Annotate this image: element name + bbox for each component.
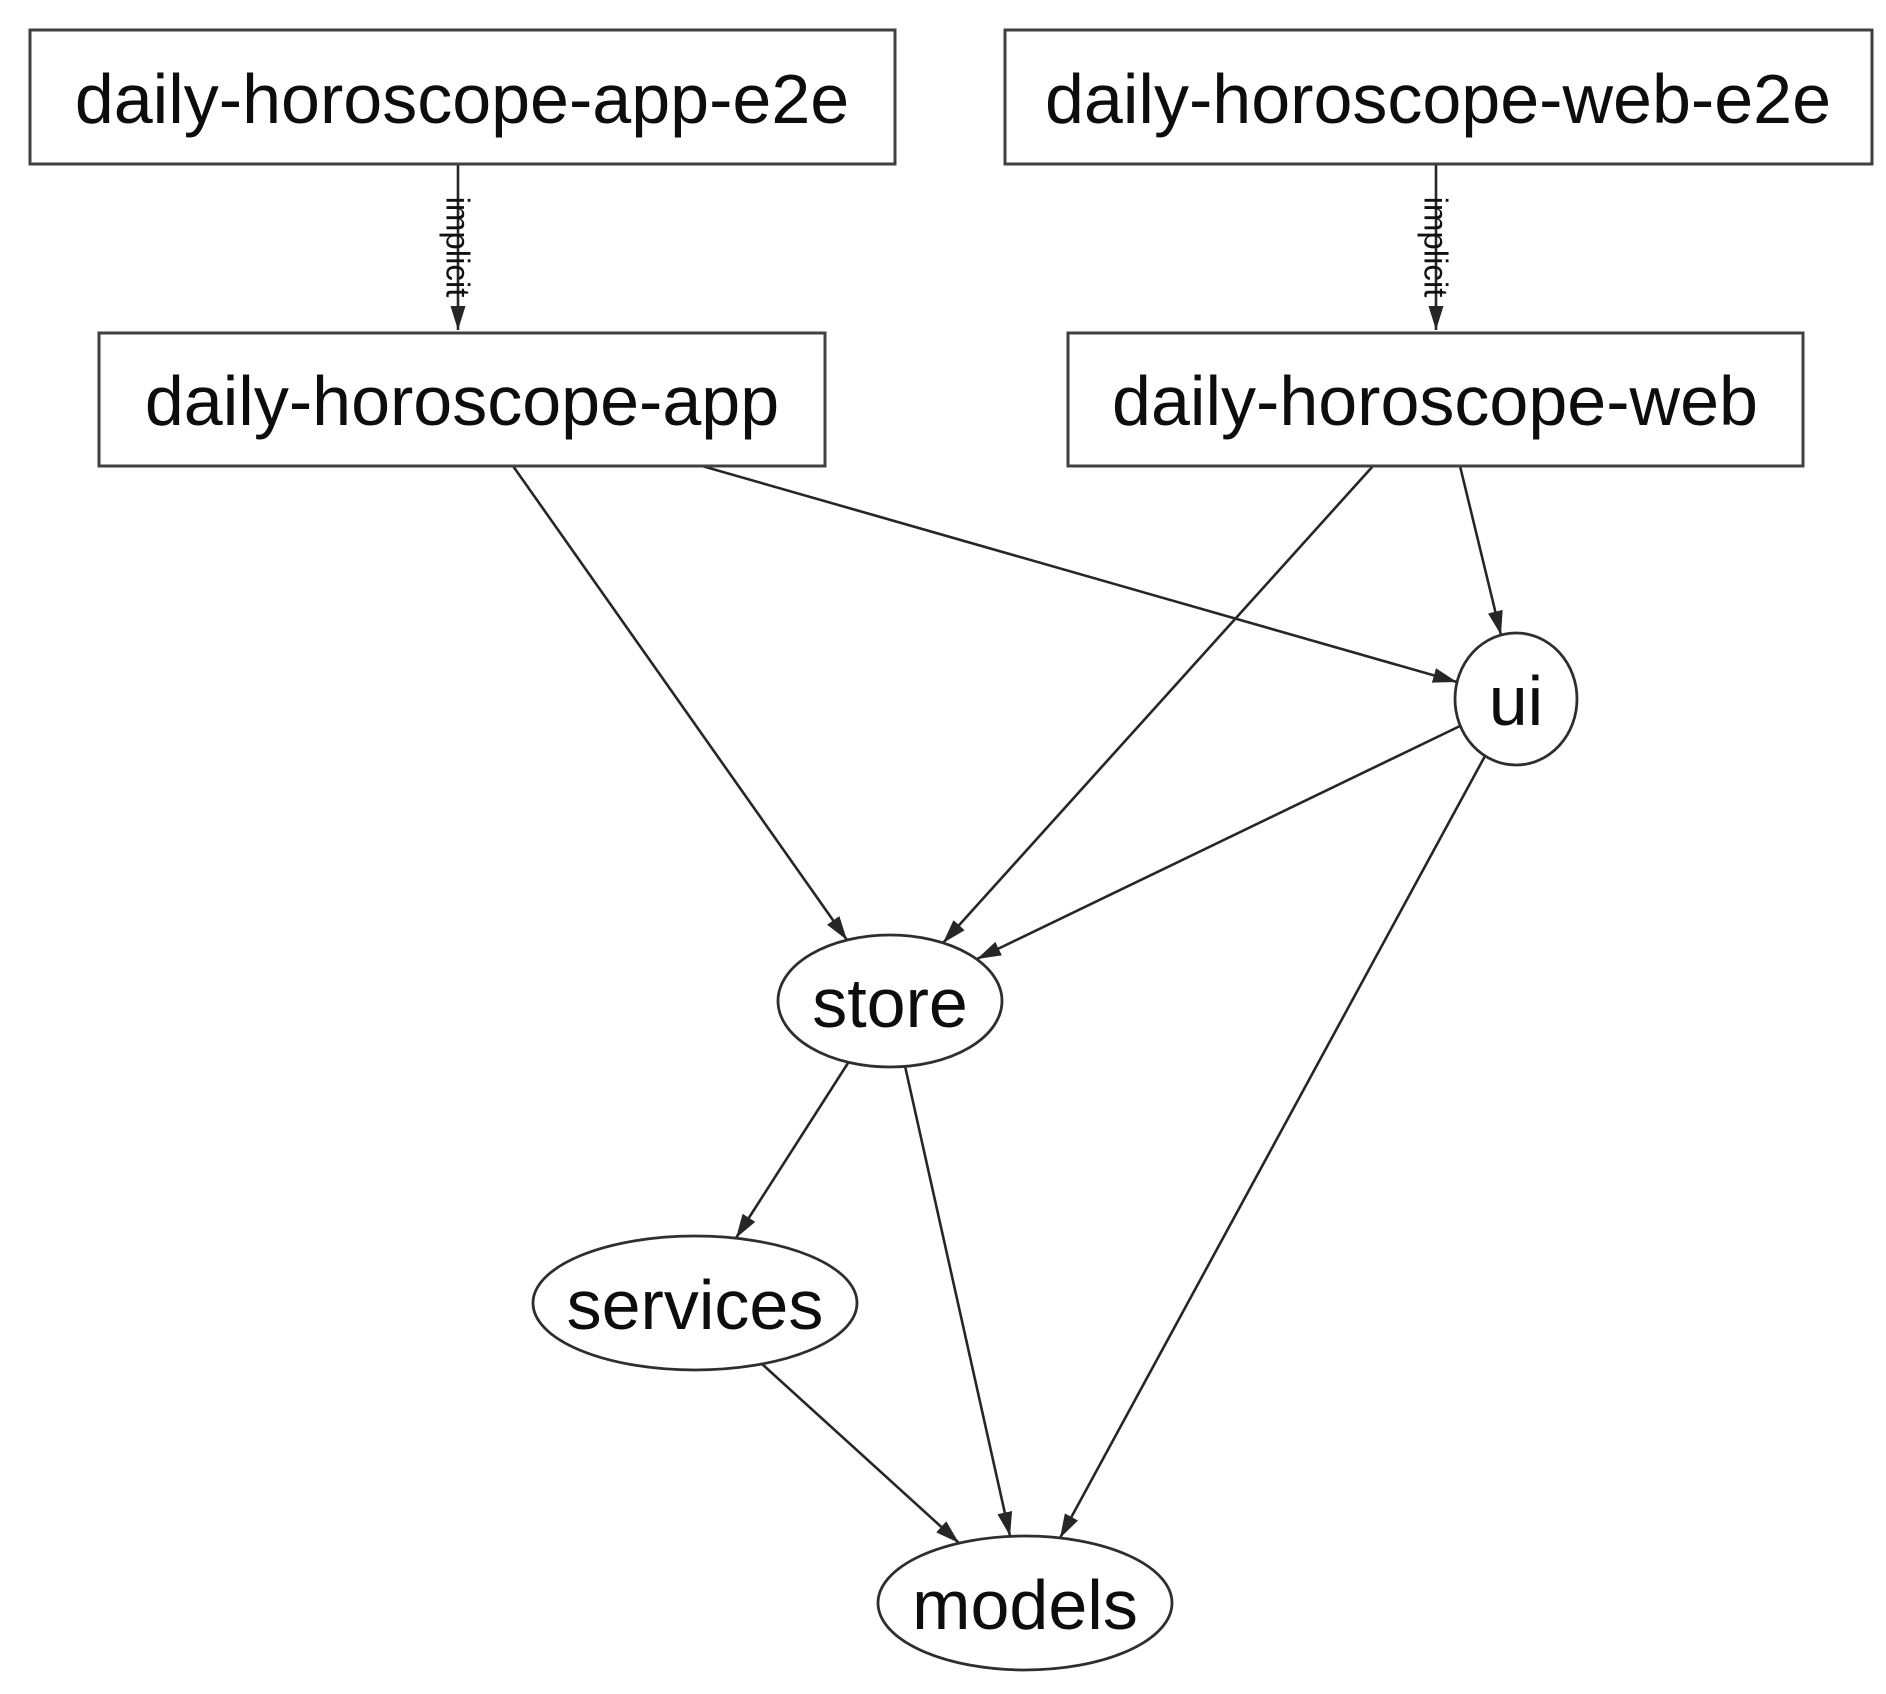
node-services: services xyxy=(531,1234,859,1372)
node-daily-horoscope-app-e2e-box xyxy=(28,28,897,166)
node-services-ellipse xyxy=(531,1234,859,1372)
node-models-label: models xyxy=(912,1566,1138,1644)
node-store: store xyxy=(776,933,1004,1069)
node-daily-horoscope-web-e2e-box xyxy=(1003,28,1874,166)
node-daily-horoscope-app: daily-horoscope-app xyxy=(97,331,827,468)
node-daily-horoscope-web-label: daily-horoscope-web xyxy=(1112,362,1758,440)
node-daily-horoscope-app-e2e-label: daily-horoscope-app-e2e xyxy=(75,60,849,138)
node-daily-horoscope-web: daily-horoscope-web xyxy=(1066,331,1805,468)
edge-label-implicit-web: implicit xyxy=(1418,197,1455,298)
node-ui: ui xyxy=(1453,631,1579,767)
edge-ui-to-models xyxy=(1058,755,1487,1539)
node-ui-ellipse xyxy=(1453,631,1579,767)
edge-label-implicit-app: implicit xyxy=(440,197,477,298)
node-daily-horoscope-app-label: daily-horoscope-app xyxy=(145,362,779,440)
edge-web-to-ui xyxy=(1458,465,1503,636)
edge-store-to-models xyxy=(903,1065,1013,1537)
edge-app-to-store xyxy=(511,465,849,941)
node-store-label: store xyxy=(812,964,968,1042)
edge-web-to-store xyxy=(942,465,1374,944)
node-daily-horoscope-web-e2e-label: daily-horoscope-web-e2e xyxy=(1045,60,1831,138)
edge-services-to-models xyxy=(761,1363,960,1544)
node-store-ellipse xyxy=(776,933,1004,1069)
node-daily-horoscope-web-box xyxy=(1066,331,1805,468)
node-daily-horoscope-app-box xyxy=(97,331,827,468)
node-services-label: services xyxy=(567,1266,824,1344)
edges-layer: implicit implicit xyxy=(440,164,1503,1544)
edge-app-to-ui xyxy=(701,464,1458,684)
node-ui-label: ui xyxy=(1489,662,1543,740)
edge-ui-to-store xyxy=(976,724,1461,961)
node-daily-horoscope-app-e2e: daily-horoscope-app-e2e xyxy=(28,28,897,166)
node-models: models xyxy=(876,1534,1174,1672)
edge-store-to-services xyxy=(734,1062,850,1239)
node-daily-horoscope-web-e2e: daily-horoscope-web-e2e xyxy=(1003,28,1874,166)
node-models-ellipse xyxy=(876,1534,1174,1672)
